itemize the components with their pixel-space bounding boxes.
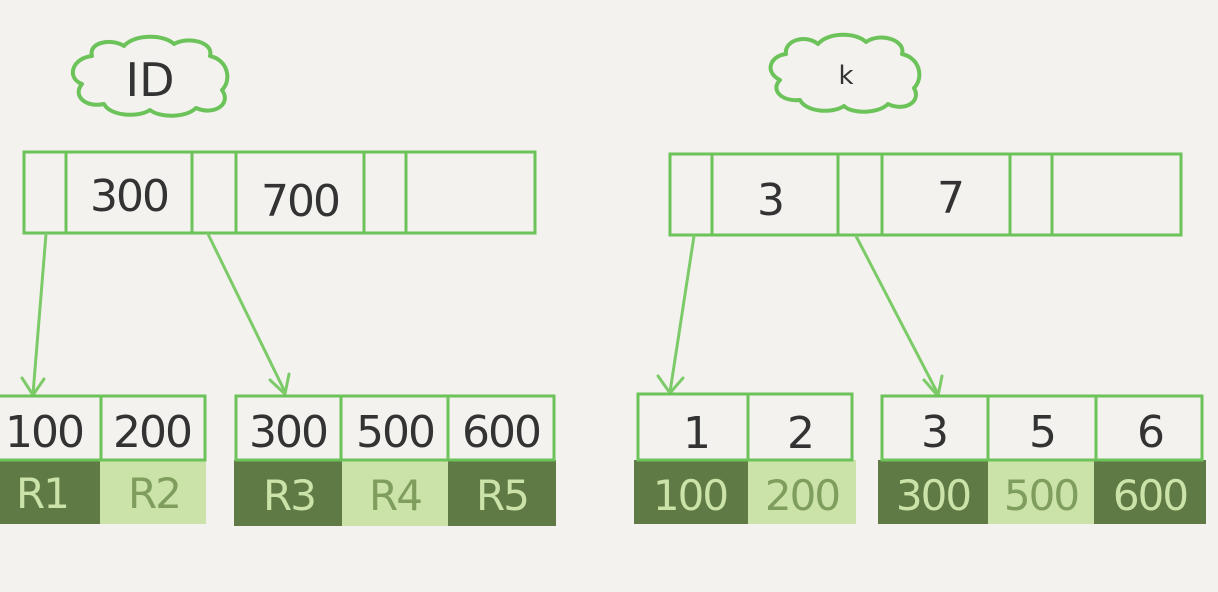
tree-k-leaf-2-value-2: 500 <box>1004 471 1078 520</box>
tree-k-leaf-1-value-cell-1 <box>634 460 748 524</box>
tree-k-label: k <box>838 61 853 91</box>
tree-id-leaf-1-value-cell-2 <box>100 460 206 524</box>
tree-k-leaf-1-key-1: 1 <box>683 408 709 459</box>
tree-k-pointer-arrow-2 <box>854 234 944 398</box>
tree-id-root-node: 300 700 <box>22 150 537 235</box>
tree-id-leaf-2-value-cell-3 <box>448 460 556 526</box>
tree-k-leaf-1: 1 2 100 200 <box>634 392 856 524</box>
tree-id-leaf-2-value-cell-2 <box>342 460 448 526</box>
tree-k-leaf-2-value-cell-2 <box>988 460 1094 524</box>
tree-id-root-key-1: 300 <box>90 171 168 222</box>
tree-k-leaf-1-value-cell-2 <box>748 460 856 524</box>
tree-k-pointer-arrow-1 <box>656 234 696 395</box>
tree-id-leaf-1: 100 200 R1 R2 <box>0 394 207 524</box>
tree-k-leaf-2-key-1: 3 <box>921 407 947 458</box>
tree-id-leaf-1-value-2: R2 <box>128 469 180 518</box>
tree-k-leaf-2-value-3: 600 <box>1113 471 1187 520</box>
tree-k-leaf-2-value-cell-3 <box>1094 460 1206 524</box>
tree-k-leaf-2-key-2: 5 <box>1029 407 1055 458</box>
tree-id-leaf-1-value-cell-1 <box>0 460 100 524</box>
tree-id-label-cloud: ID <box>70 34 230 118</box>
tree-id-leaf-2: 300 500 600 R3 R4 R5 <box>234 394 556 526</box>
tree-id-leaf-2-value-2: R4 <box>369 471 421 520</box>
tree-id-leaf-1-value-1: R1 <box>16 469 68 518</box>
tree-id-leaf-2-value-cell-1 <box>234 460 342 526</box>
tree-id-label: ID <box>126 53 175 107</box>
tree-k-leaf-1-value-1: 100 <box>653 471 727 520</box>
tree-id-leaf-2-key-1: 300 <box>249 407 327 458</box>
tree-k-root-key-2: 7 <box>937 173 963 224</box>
tree-id-pointer-arrow-2 <box>206 232 291 396</box>
tree-id-leaf-1-key-1: 100 <box>5 407 83 458</box>
tree-k-leaf-2: 3 5 6 300 500 600 <box>878 394 1206 524</box>
tree-k-root-key-1: 3 <box>757 175 783 226</box>
tree-id-leaf-2-value-1: R3 <box>263 471 315 520</box>
tree-k-root-node: 3 7 <box>668 152 1183 237</box>
tree-k-leaf-2-value-1: 300 <box>896 471 970 520</box>
tree-k-leaf-2-key-3: 6 <box>1137 407 1163 458</box>
tree-id-root-key-2: 700 <box>261 176 339 227</box>
tree-id: ID 300 700 100 200 <box>0 34 556 526</box>
tree-id-leaf-2-key-2: 500 <box>356 407 434 458</box>
tree-k-leaf-2-value-cell-1 <box>878 460 988 524</box>
tree-k: k 3 7 1 2 100 <box>634 32 1206 524</box>
tree-k-leaf-1-value-2: 200 <box>765 471 839 520</box>
tree-k-leaf-1-key-2: 2 <box>787 408 813 459</box>
tree-id-pointer-arrow-1 <box>20 232 48 397</box>
tree-id-leaf-2-key-3: 600 <box>462 407 540 458</box>
tree-k-label-cloud: k <box>768 32 922 114</box>
tree-id-leaf-2-value-3: R5 <box>476 471 528 520</box>
tree-id-leaf-1-key-2: 200 <box>113 407 191 458</box>
